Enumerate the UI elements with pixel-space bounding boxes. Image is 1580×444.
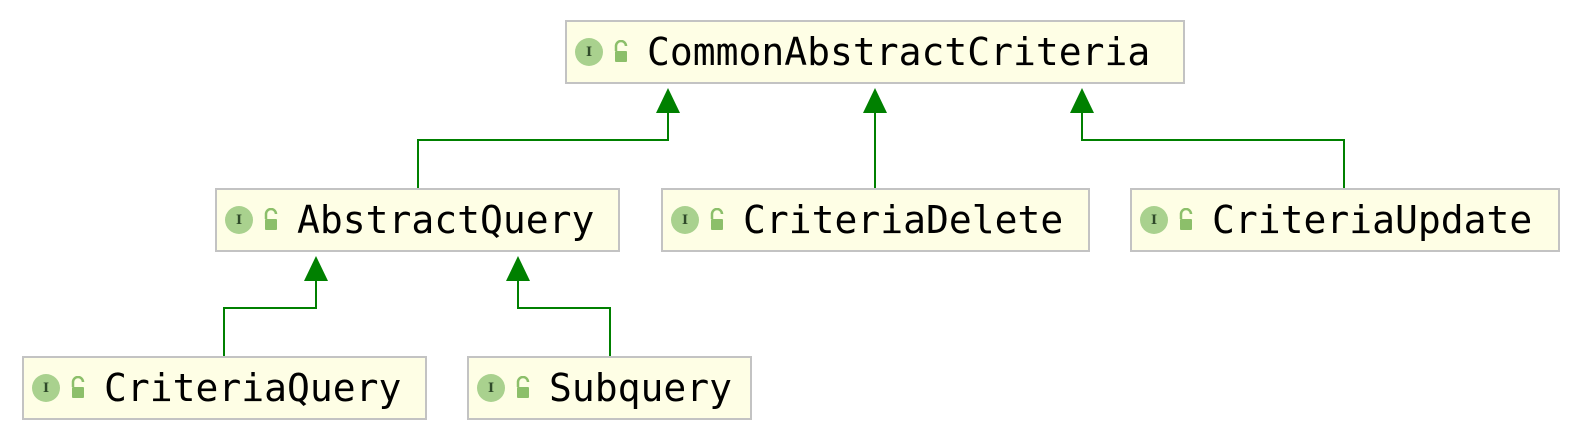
class-node-criteria-update[interactable]: I CriteriaUpdate xyxy=(1130,188,1560,252)
open-lock-icon xyxy=(264,208,278,230)
edge-query-to-abstract xyxy=(223,280,317,356)
interface-badge-icon: I xyxy=(1140,206,1168,234)
edge-abstract-to-common xyxy=(417,112,669,188)
edge-subquery-to-abstract xyxy=(517,280,611,356)
interface-badge-icon: I xyxy=(225,206,253,234)
arrowhead-icon xyxy=(656,88,680,113)
open-lock-icon xyxy=(614,40,628,62)
arrowhead-icon xyxy=(506,256,530,281)
class-node-abstract-query[interactable]: I AbstractQuery xyxy=(215,188,620,252)
class-name-label: CriteriaQuery xyxy=(104,366,402,410)
interface-badge-icon: I xyxy=(671,206,699,234)
class-name-label: Subquery xyxy=(549,366,733,410)
edge-update-to-common xyxy=(1081,112,1345,188)
open-lock-icon xyxy=(71,376,85,398)
interface-badge-icon: I xyxy=(32,374,60,402)
class-name-label: CriteriaUpdate xyxy=(1212,198,1533,242)
arrowhead-icon xyxy=(863,88,887,113)
class-name-label: AbstractQuery xyxy=(297,198,595,242)
open-lock-icon xyxy=(710,208,724,230)
class-node-common-abstract-criteria[interactable]: I CommonAbstractCriteria xyxy=(565,20,1185,84)
class-node-subquery[interactable]: I Subquery xyxy=(467,356,752,420)
class-node-criteria-delete[interactable]: I CriteriaDelete xyxy=(661,188,1090,252)
class-name-label: CriteriaDelete xyxy=(743,198,1064,242)
class-name-label: CommonAbstractCriteria xyxy=(647,30,1151,74)
class-node-criteria-query[interactable]: I CriteriaQuery xyxy=(22,356,427,420)
arrowhead-icon xyxy=(1070,88,1094,113)
interface-badge-icon: I xyxy=(575,38,603,66)
interface-badge-icon: I xyxy=(477,374,505,402)
arrowhead-icon xyxy=(304,256,328,281)
open-lock-icon xyxy=(516,376,530,398)
open-lock-icon xyxy=(1179,208,1193,230)
